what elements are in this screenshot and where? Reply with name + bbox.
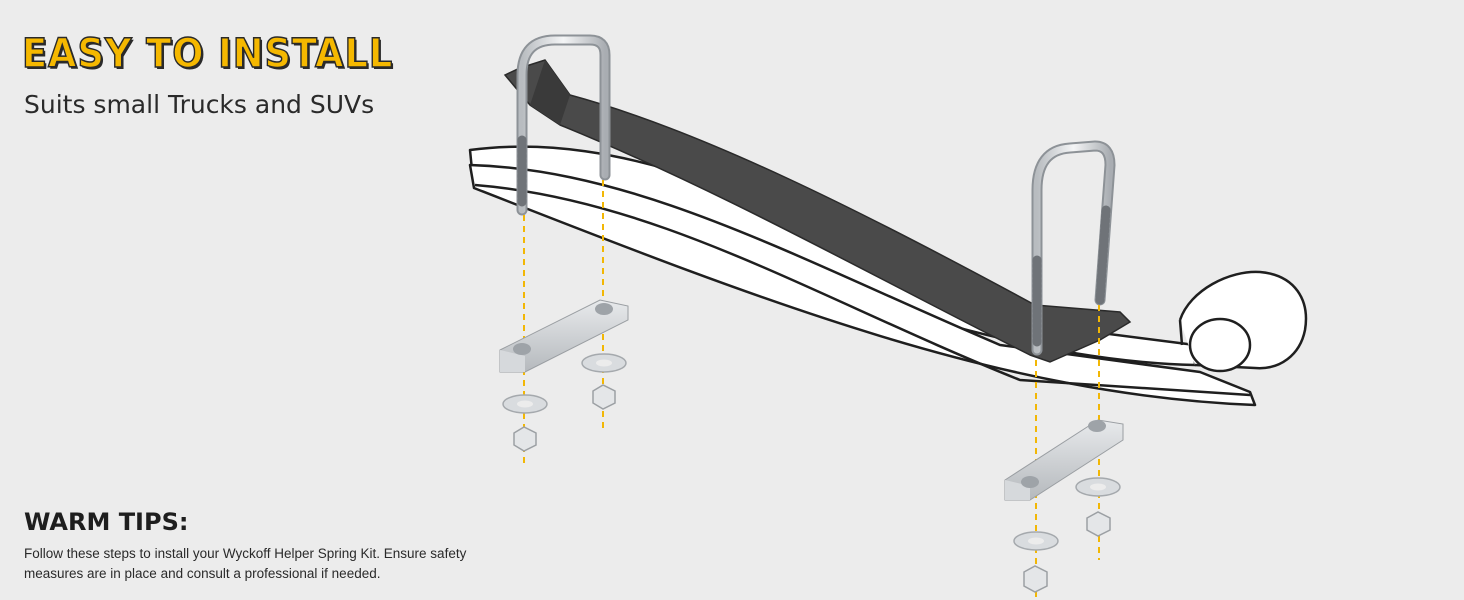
warm-tips-heading: WARM TIPS: xyxy=(24,508,189,536)
installation-diagram xyxy=(468,34,1308,600)
helper-spring xyxy=(503,59,1132,363)
fish-plate-right xyxy=(1004,419,1124,501)
fish-plate-left xyxy=(499,299,629,373)
page-title: EASY TO INSTALL xyxy=(21,31,394,77)
leaf-spring xyxy=(468,145,1308,407)
warm-tips-text: Follow these steps to install your Wycko… xyxy=(24,546,467,581)
u-bolt-right xyxy=(1031,140,1116,356)
page-subtitle: Suits small Trucks and SUVs xyxy=(24,90,375,119)
hex-nuts xyxy=(513,384,1111,593)
u-bolt-left xyxy=(516,34,611,216)
washers xyxy=(502,353,1121,551)
